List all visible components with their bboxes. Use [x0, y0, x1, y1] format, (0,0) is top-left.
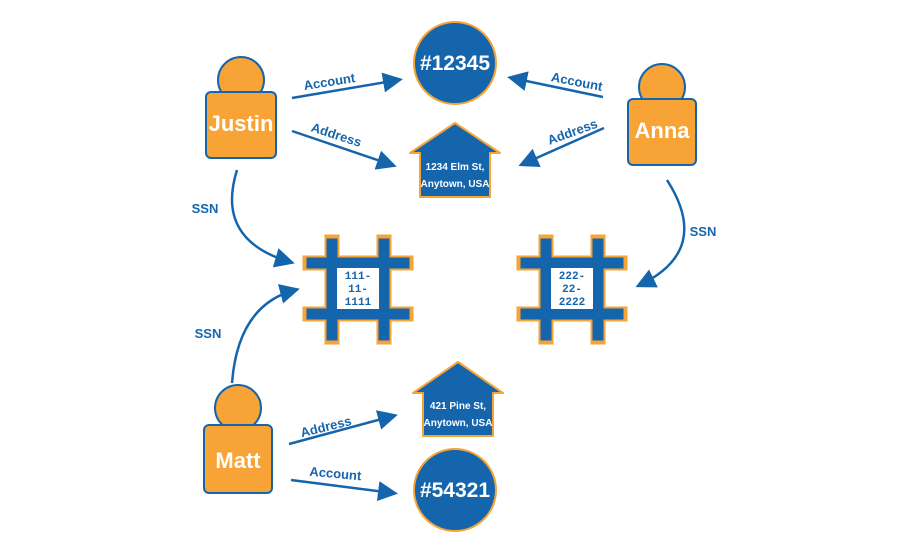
address-line2-top: Anytown, USA	[421, 179, 490, 190]
ssn-line3-right: 2222	[559, 297, 585, 309]
person-justin: Justin	[205, 56, 277, 159]
account-number-top: #12345	[420, 52, 490, 75]
person-name-matt: Matt	[215, 448, 261, 473]
edge-anna-account	[507, 71, 604, 99]
account-node-bottom: #54321	[413, 448, 497, 532]
edge-label-anna-account: Account	[550, 69, 605, 94]
person-anna: Anna	[627, 63, 697, 166]
edge-justin-address	[291, 129, 397, 170]
person-name-anna: Anna	[635, 118, 691, 143]
address-line1-bottom: 421 Pine St,	[430, 401, 486, 412]
edge-label-justin-ssn: SSN	[192, 201, 219, 216]
ssn-line2-right: 22-	[562, 284, 582, 296]
account-number-bottom: #54321	[420, 479, 490, 502]
ssn-node-right: 222- 22- 2222	[516, 234, 628, 345]
address-line2-bottom: Anytown, USA	[424, 418, 493, 429]
edge-label-matt-ssn: SSN	[195, 326, 222, 341]
ssn-line1-right: 222-	[559, 271, 585, 283]
edge-label-matt-address: Address	[299, 413, 353, 440]
address-node-bottom: 421 Pine St, Anytown, USA	[412, 361, 504, 437]
edge-label-matt-account: Account	[309, 464, 363, 484]
account-node-top: #12345	[413, 21, 497, 105]
edge-label-anna-ssn: SSN	[690, 224, 717, 239]
edge-anna-ssn	[635, 179, 686, 288]
person-name-justin: Justin	[209, 111, 274, 136]
edge-anna-address	[518, 126, 605, 168]
address-node-top: 1234 Elm St, Anytown, USA	[409, 122, 501, 198]
ssn-line2-left: 11-	[348, 284, 368, 296]
address-line1-top: 1234 Elm St,	[426, 162, 485, 173]
ssn-node-left: 111- 11- 1111	[302, 234, 414, 345]
edge-matt-address	[288, 410, 398, 446]
edge-justin-account	[291, 72, 403, 100]
edge-matt-ssn	[230, 284, 300, 384]
ssn-line1-left: 111-	[345, 271, 371, 283]
edge-justin-ssn	[230, 169, 295, 268]
edge-matt-account	[290, 478, 398, 502]
person-matt: Matt	[203, 384, 273, 494]
ssn-line3-left: 1111	[345, 297, 372, 309]
